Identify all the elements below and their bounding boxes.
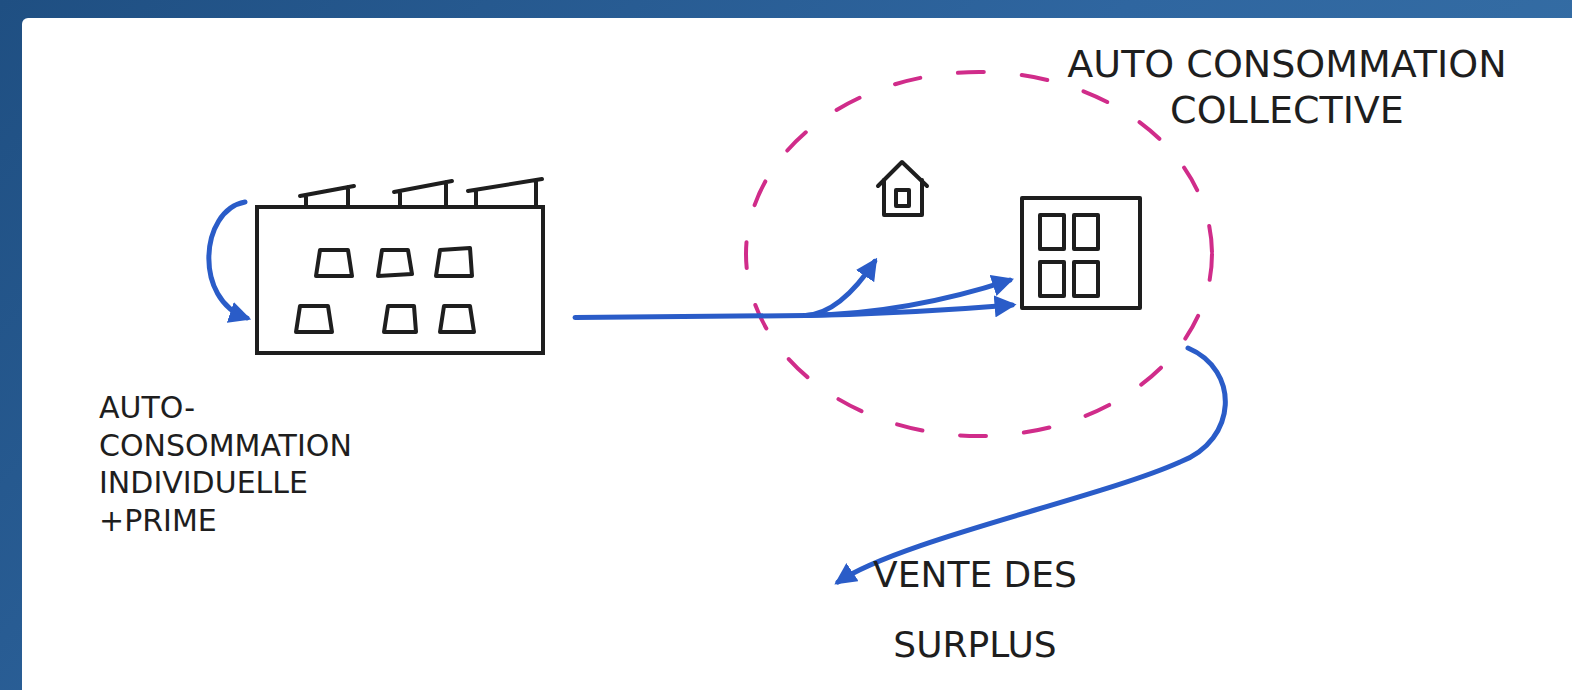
solar-panels bbox=[300, 179, 542, 205]
flow-line bbox=[806, 261, 875, 315]
free-label: VENTE DES SURPLUS bbox=[850, 540, 1100, 680]
flow-line bbox=[806, 305, 1013, 316]
group-ellipse: AUTO CONSOMMATION COLLECTIVE bbox=[742, 68, 1216, 440]
flow-line bbox=[806, 280, 1010, 315]
dashed-circle bbox=[746, 72, 1212, 436]
apartment-block-icon bbox=[1022, 198, 1140, 308]
node-label: AUTO CONSOMMATION COLLECTIVE bbox=[1047, 42, 1527, 133]
building-windows bbox=[296, 248, 474, 332]
dashed-outline bbox=[742, 68, 1216, 440]
flow-line bbox=[209, 202, 247, 318]
flow-line bbox=[575, 316, 806, 318]
house-icon bbox=[878, 162, 927, 215]
surplus-arrow bbox=[838, 348, 1225, 582]
flow-arrow bbox=[575, 261, 1012, 317]
node-label: AUTO- CONSOMMATION INDIVIDUELLE +PRIME bbox=[99, 389, 374, 539]
building-box: AUTO- CONSOMMATION INDIVIDUELLE +PRIME bbox=[255, 205, 545, 355]
flow-arrow bbox=[209, 202, 247, 318]
